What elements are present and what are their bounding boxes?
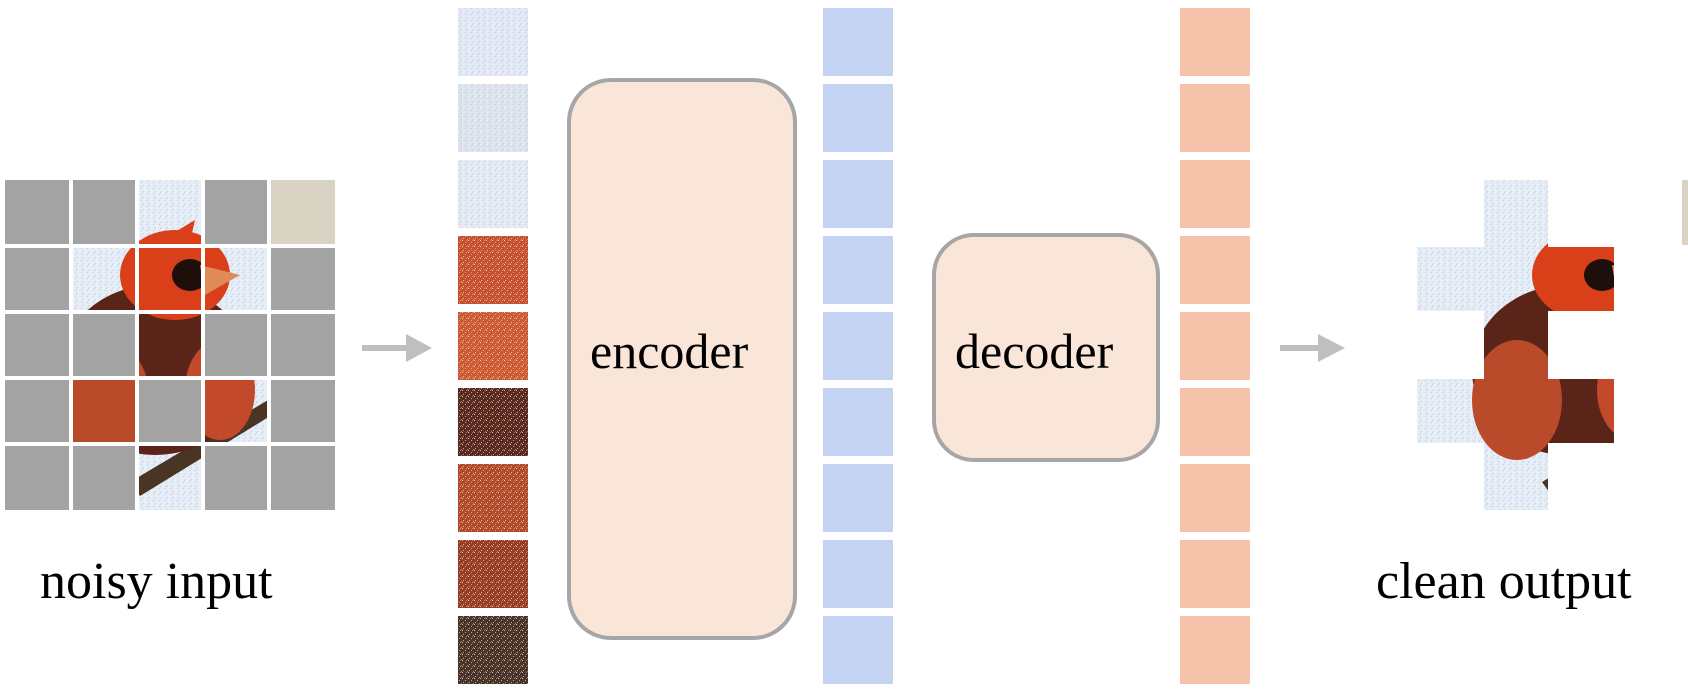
encoder-token-sequence: [823, 8, 893, 684]
masked-patch: [5, 246, 71, 312]
masked-patch: [5, 378, 71, 444]
empty-patch: [1548, 311, 1616, 379]
masked-patch: [5, 180, 71, 246]
encoder-token: [823, 236, 893, 304]
input-arrow: [362, 334, 432, 362]
masked-patch: [203, 180, 269, 246]
empty-patch: [1680, 311, 1688, 379]
empty-patch: [1548, 179, 1616, 247]
visible-patch-sequence: [458, 8, 528, 684]
masked-patch: [71, 312, 137, 378]
masked-patch: [269, 378, 335, 444]
decoder-label: decoder: [955, 323, 1114, 379]
decoder-token: [1180, 312, 1250, 380]
empty-patch: [1548, 443, 1616, 511]
encoder-token: [823, 616, 893, 684]
output-arrow: [1280, 334, 1345, 362]
encoder-label: encoder: [590, 323, 749, 379]
masked-patch: [269, 444, 335, 510]
encoder-token: [823, 8, 893, 76]
empty-patch: [1680, 377, 1688, 445]
decoder-token-sequence: [1180, 8, 1250, 684]
decoder-token: [1180, 160, 1250, 228]
masked-patch: [269, 246, 335, 312]
decoder-token: [1180, 540, 1250, 608]
empty-patch: [1416, 179, 1484, 247]
encoder-token: [823, 312, 893, 380]
masked-patch: [269, 312, 335, 378]
masked-patch: [203, 444, 269, 510]
masked-patch: [137, 378, 203, 444]
masked-patch: [5, 444, 71, 510]
empty-patch: [1614, 245, 1682, 313]
input-mask-grid: [5, 180, 335, 510]
empty-patch: [1416, 443, 1484, 511]
encoder-token: [823, 540, 893, 608]
encoder-token: [823, 464, 893, 532]
encoder-box: [567, 78, 797, 640]
noisy-input-label: noisy input: [40, 553, 273, 610]
masked-patch: [203, 312, 269, 378]
empty-patch: [1614, 443, 1682, 511]
empty-patch: [1614, 179, 1682, 247]
encoder-token: [823, 388, 893, 456]
decoder-token: [1180, 616, 1250, 684]
output-image: [1416, 179, 1688, 511]
decoder-token: [1180, 236, 1250, 304]
decoder-token: [1180, 388, 1250, 456]
decoder-token: [1180, 84, 1250, 152]
empty-patch: [1680, 245, 1688, 313]
masked-patch: [5, 312, 71, 378]
encoder-token: [823, 84, 893, 152]
empty-patch: [1680, 443, 1688, 511]
decoder-box: [932, 233, 1160, 462]
empty-patch: [1614, 377, 1682, 445]
masked-patch: [71, 444, 137, 510]
empty-patch: [1614, 311, 1682, 379]
clean-output-label: clean output: [1376, 553, 1632, 610]
masked-patch: [71, 180, 137, 246]
encoder-token: [823, 160, 893, 228]
decoder-token: [1180, 8, 1250, 76]
empty-patch: [1416, 311, 1484, 379]
decoder-token: [1180, 464, 1250, 532]
